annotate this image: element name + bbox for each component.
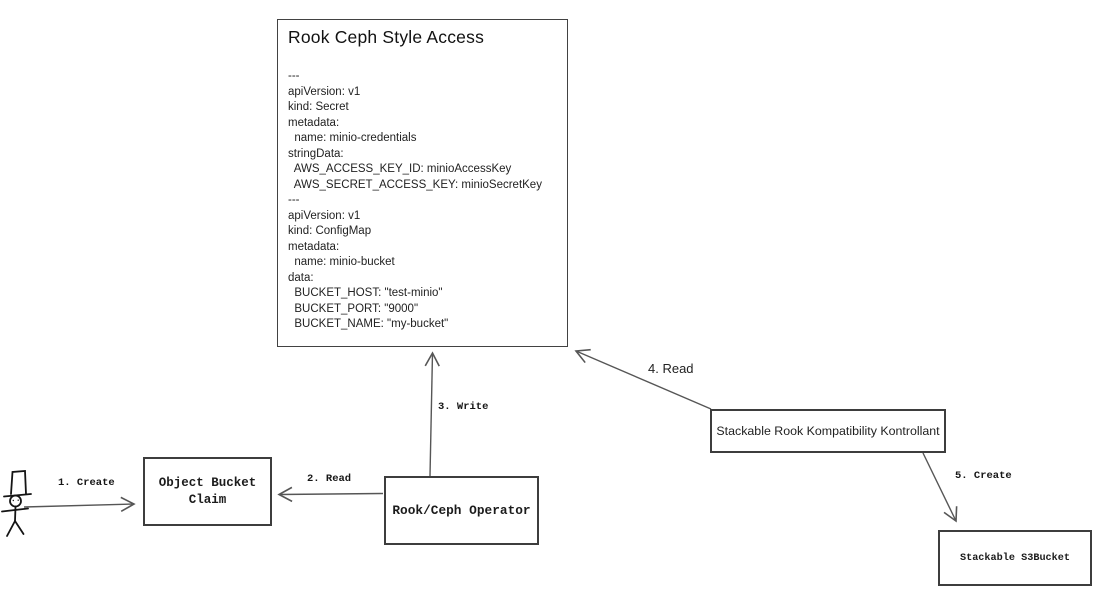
yaml-line: BUCKET_NAME: "my-bucket"	[288, 318, 449, 330]
yaml-line: name: minio-bucket	[288, 256, 395, 268]
yaml-line: BUCKET_PORT: "9000"	[288, 302, 419, 315]
yaml-line: AWS_ACCESS_KEY_ID: minioAccessKey	[288, 163, 512, 175]
actor-head	[9, 494, 22, 508]
node-stackable-rook-kompatibility-kontrollant: Stackable Rook Kompatibility Kontrollant	[710, 409, 946, 453]
yaml-line: kind: Secret	[288, 101, 349, 113]
actor-leg	[14, 520, 25, 535]
yaml-line: metadata:	[288, 116, 340, 129]
edge-1-create-arrow	[23, 496, 136, 513]
actor-arms	[1, 507, 29, 513]
edge-2-read-arrow	[277, 486, 384, 503]
edge-3-label: 3. Write	[438, 401, 489, 413]
actor-body	[14, 505, 17, 522]
yaml-line: ---	[288, 70, 300, 82]
yaml-line: BUCKET_HOST: "test-minio"	[288, 287, 443, 299]
node-stackable-s3bucket: Stackable S3Bucket	[938, 530, 1092, 586]
yaml-content: --- apiVersion: v1 kind: Secret metadata…	[288, 69, 567, 333]
actor-hat	[10, 470, 27, 495]
yaml-line: apiVersion: v1	[288, 85, 361, 98]
yaml-line: data:	[288, 271, 314, 284]
node-label: Rook/Ceph Operator	[392, 503, 531, 518]
yaml-line: stringData:	[288, 147, 344, 160]
actor-eye	[12, 499, 14, 502]
node-object-bucket-claim: Object Bucket Claim	[143, 457, 272, 526]
edge-4-label: 4. Read	[648, 361, 694, 376]
yaml-line: name: minio-credentials	[288, 132, 417, 144]
edge-2-label: 2. Read	[307, 473, 352, 485]
yaml-box-title: Rook Ceph Style Access	[288, 27, 485, 47]
node-rook-ceph-operator: Rook/Ceph Operator	[384, 476, 539, 545]
yaml-line: ---	[288, 194, 300, 206]
edge-5-create-arrow	[922, 452, 958, 523]
node-rook-ceph-style-access: Rook Ceph Style Access --- apiVersion: v…	[277, 19, 568, 347]
edge-3-write-arrow	[424, 351, 440, 477]
node-label: Object Bucket Claim	[158, 475, 257, 507]
edge-4-read-arrow	[574, 348, 712, 410]
yaml-line: metadata:	[288, 240, 340, 253]
actor-leg	[6, 520, 16, 537]
edge-5-label: 5. Create	[955, 470, 1012, 482]
yaml-line: kind: ConfigMap	[288, 225, 372, 237]
edge-1-label: 1. Create	[58, 477, 115, 489]
yaml-line: apiVersion: v1	[288, 209, 361, 222]
actor-hat-brim	[3, 493, 32, 498]
yaml-line: AWS_SECRET_ACCESS_KEY: minioSecretKey	[288, 178, 542, 191]
actor-eye	[17, 499, 19, 501]
user-actor-icon	[1, 470, 32, 537]
node-label: Stackable S3Bucket	[959, 552, 1071, 564]
node-label: Stackable Rook Kompatibility Kontrollant	[716, 424, 940, 438]
